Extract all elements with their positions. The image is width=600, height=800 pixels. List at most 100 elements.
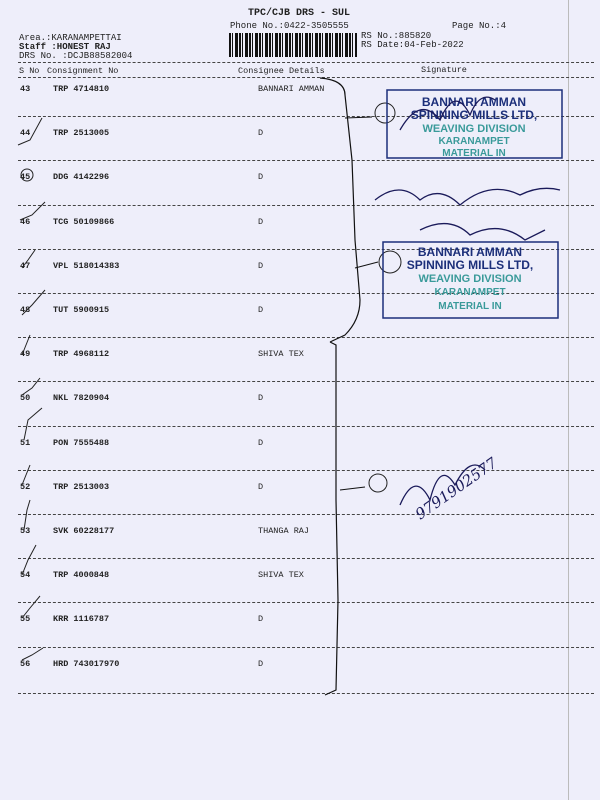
consignment-number: TRP 2513005 <box>53 128 110 139</box>
consignee-details: D <box>258 614 264 625</box>
staff: Staff :HONEST RAJ <box>19 42 111 52</box>
bracket-line <box>324 341 339 696</box>
table-row: 55 KRR 1116787 D <box>0 614 600 634</box>
svg-text:MATERIAL IN: MATERIAL IN <box>442 148 506 159</box>
consignment-number: PON 7555488 <box>53 437 110 448</box>
consignee-details: D <box>258 393 264 404</box>
table-row: 53 SVK 60228177 THANGA RAJ <box>0 526 600 546</box>
serial-number: 55 <box>20 614 31 625</box>
rs-date: RS Date:04-Feb-2022 <box>361 40 464 50</box>
rs-number: RS No.:885820 <box>361 31 432 41</box>
consignee-details: THANGA RAJ <box>258 526 310 536</box>
signature <box>399 464 486 506</box>
row-divider <box>18 381 594 383</box>
signature <box>419 223 546 241</box>
row-divider <box>18 116 594 118</box>
consignee-details: D <box>258 216 264 227</box>
svg-text:KARANAMPET: KARANAMPET <box>438 136 509 147</box>
drs-number: DRS No. :DCJB88582004 <box>19 51 133 61</box>
consignee-details: SHIVA TEX <box>258 570 304 581</box>
table-row: 47 VPL 518014383 D <box>0 261 600 281</box>
area: Area.:KARANAMPETTAI <box>19 33 122 43</box>
row-divider <box>18 558 594 560</box>
consignee-details: D <box>258 260 264 271</box>
svg-text:SPINNING MILLS LTD,: SPINNING MILLS LTD, <box>411 108 537 122</box>
handwritten-phone: 9791902577 <box>412 454 501 524</box>
bracket-line <box>354 261 379 269</box>
col-consignment: Consignment No <box>47 66 119 76</box>
serial-number: 44 <box>20 128 31 139</box>
consignment-number: SVK 60228177 <box>53 526 115 536</box>
divider <box>18 77 594 78</box>
serial-number: 51 <box>20 437 31 448</box>
row-divider <box>18 646 594 648</box>
serial-number: 43 <box>20 84 31 94</box>
serial-number: 53 <box>20 526 31 536</box>
consignee-details: BANNARI AMMAN <box>258 84 325 94</box>
page-number: Page No.:4 <box>452 21 507 31</box>
consignee-details: SHIVA TEX <box>258 349 304 360</box>
handwritten-circle <box>20 168 34 182</box>
table-row: 45 DDG 4142296 D <box>0 172 600 192</box>
consignment-number: HRD 743017970 <box>53 658 120 669</box>
row-divider <box>18 204 594 206</box>
col-consignee: Consignee Details <box>238 66 325 76</box>
consignee-details: D <box>258 305 264 315</box>
barcode <box>229 33 357 57</box>
serial-number: 54 <box>20 570 31 581</box>
table-row: 51 PON 7555488 D <box>0 438 600 458</box>
company-stamp: BANNARI AMMAN SPINNING MILLS LTD, WEAVIN… <box>386 89 563 159</box>
consignment-number: TCG 50109866 <box>53 216 115 227</box>
consignee-details: D <box>258 437 264 448</box>
serial-number: 49 <box>20 349 31 360</box>
svg-text:SPINNING MILLS LTD,: SPINNING MILLS LTD, <box>407 258 533 272</box>
svg-text:BANNARI AMMAN: BANNARI AMMAN <box>418 245 522 259</box>
consignee-details: D <box>258 481 264 492</box>
consignee-details: D <box>258 658 264 669</box>
consignment-number: DDG 4142296 <box>53 172 110 183</box>
table-row: 54 TRP 4000848 SHIVA TEX <box>0 570 600 590</box>
svg-text:WEAVING DIVISION: WEAVING DIVISION <box>422 123 525 135</box>
serial-number: 48 <box>20 305 31 315</box>
consignment-number: TRP 2513003 <box>53 481 110 492</box>
bracket-line <box>344 116 373 119</box>
bracket-line <box>339 486 366 491</box>
document-title: TPC/CJB DRS - SUL <box>248 8 351 19</box>
consignment-number: NKL 7820904 <box>53 393 110 404</box>
col-signature: Signature <box>421 65 467 75</box>
row-divider <box>18 293 594 294</box>
row-divider <box>18 248 594 250</box>
page-edge <box>568 0 569 800</box>
serial-number: 47 <box>20 260 31 271</box>
col-sno: S No <box>19 66 40 76</box>
consignment-number: VPL 518014383 <box>53 260 120 271</box>
consignment-number: KRR 1116787 <box>53 614 110 625</box>
tick-marks <box>17 117 46 661</box>
phone-number: Phone No.:0422-3505555 <box>230 21 349 31</box>
consignment-number: TRP 4000848 <box>53 570 110 581</box>
company-stamp: BANNARI AMMAN SPINNING MILLS LTD, WEAVIN… <box>382 241 559 319</box>
handwritten-circle <box>368 473 388 493</box>
handwritten-circle <box>374 102 396 124</box>
row-divider <box>18 425 594 427</box>
row-divider <box>18 514 594 515</box>
handwritten-circle <box>378 250 402 274</box>
table-row: 52 TRP 2513003 D <box>0 482 600 502</box>
divider <box>18 62 594 63</box>
row-divider <box>18 337 594 339</box>
svg-text:MATERIAL IN: MATERIAL IN <box>438 301 502 312</box>
row-divider <box>18 469 594 471</box>
row-divider <box>18 693 594 694</box>
serial-number: 52 <box>20 481 31 492</box>
row-divider <box>18 160 594 162</box>
consignee-details: D <box>258 172 264 183</box>
serial-number: 45 <box>20 172 31 183</box>
row-divider <box>18 602 594 604</box>
signature <box>374 187 561 206</box>
